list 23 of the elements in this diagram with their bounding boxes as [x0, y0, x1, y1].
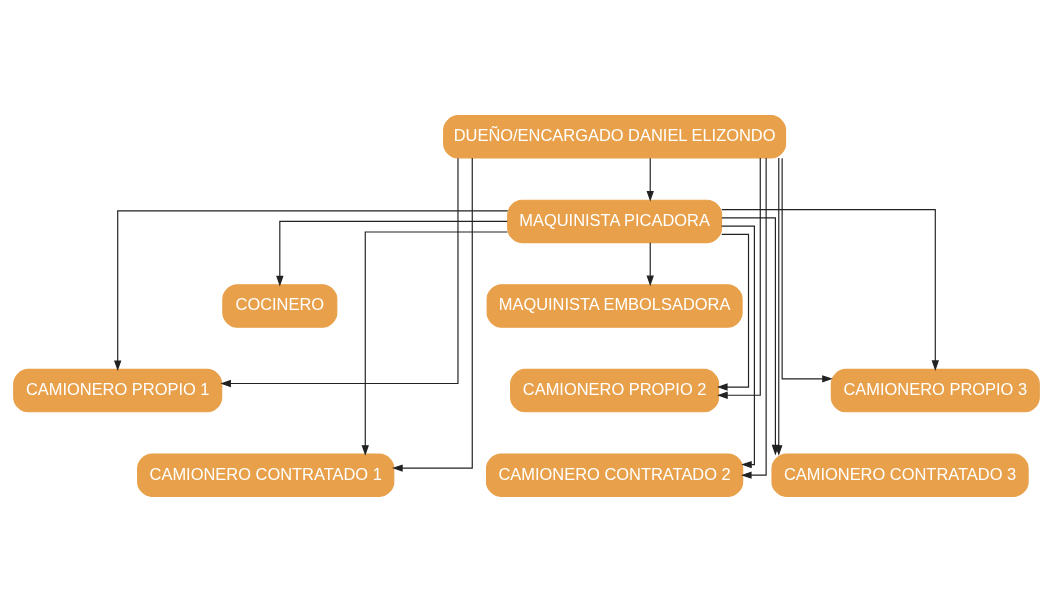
arrow — [721, 225, 755, 468]
arrow — [721, 216, 780, 455]
arrow — [114, 209, 509, 371]
arrow — [721, 208, 939, 371]
node-box: CAMIONERO PROPIO 2 — [510, 368, 720, 412]
node-box: CAMIONERO CONTRATADO 2 — [485, 452, 744, 497]
arrow — [741, 156, 767, 479]
node-box: CAMIONERO CONTRATADO 1 — [137, 452, 395, 497]
node-box: COCINERO — [222, 283, 338, 328]
arrow — [781, 157, 833, 383]
node-box: DUEÑO/ENCARGADO DANIEL ELIZONDO — [443, 114, 787, 159]
arrow — [361, 230, 508, 456]
node-box: CAMIONERO CONTRATADO 3 — [771, 452, 1029, 497]
node-box: MAQUINISTA PICADORA — [507, 199, 723, 243]
node-box: CAMIONERO PROPIO 1 — [13, 368, 223, 412]
arrow — [276, 220, 508, 286]
arrow — [646, 157, 654, 202]
node-box: MAQUINISTA EMBOLSADORA — [486, 283, 743, 328]
arrow — [392, 157, 473, 472]
arrow — [717, 156, 761, 399]
node-box: CAMIONERO PROPIO 3 — [830, 368, 1040, 412]
arrow — [717, 233, 750, 391]
arrow — [646, 241, 654, 286]
